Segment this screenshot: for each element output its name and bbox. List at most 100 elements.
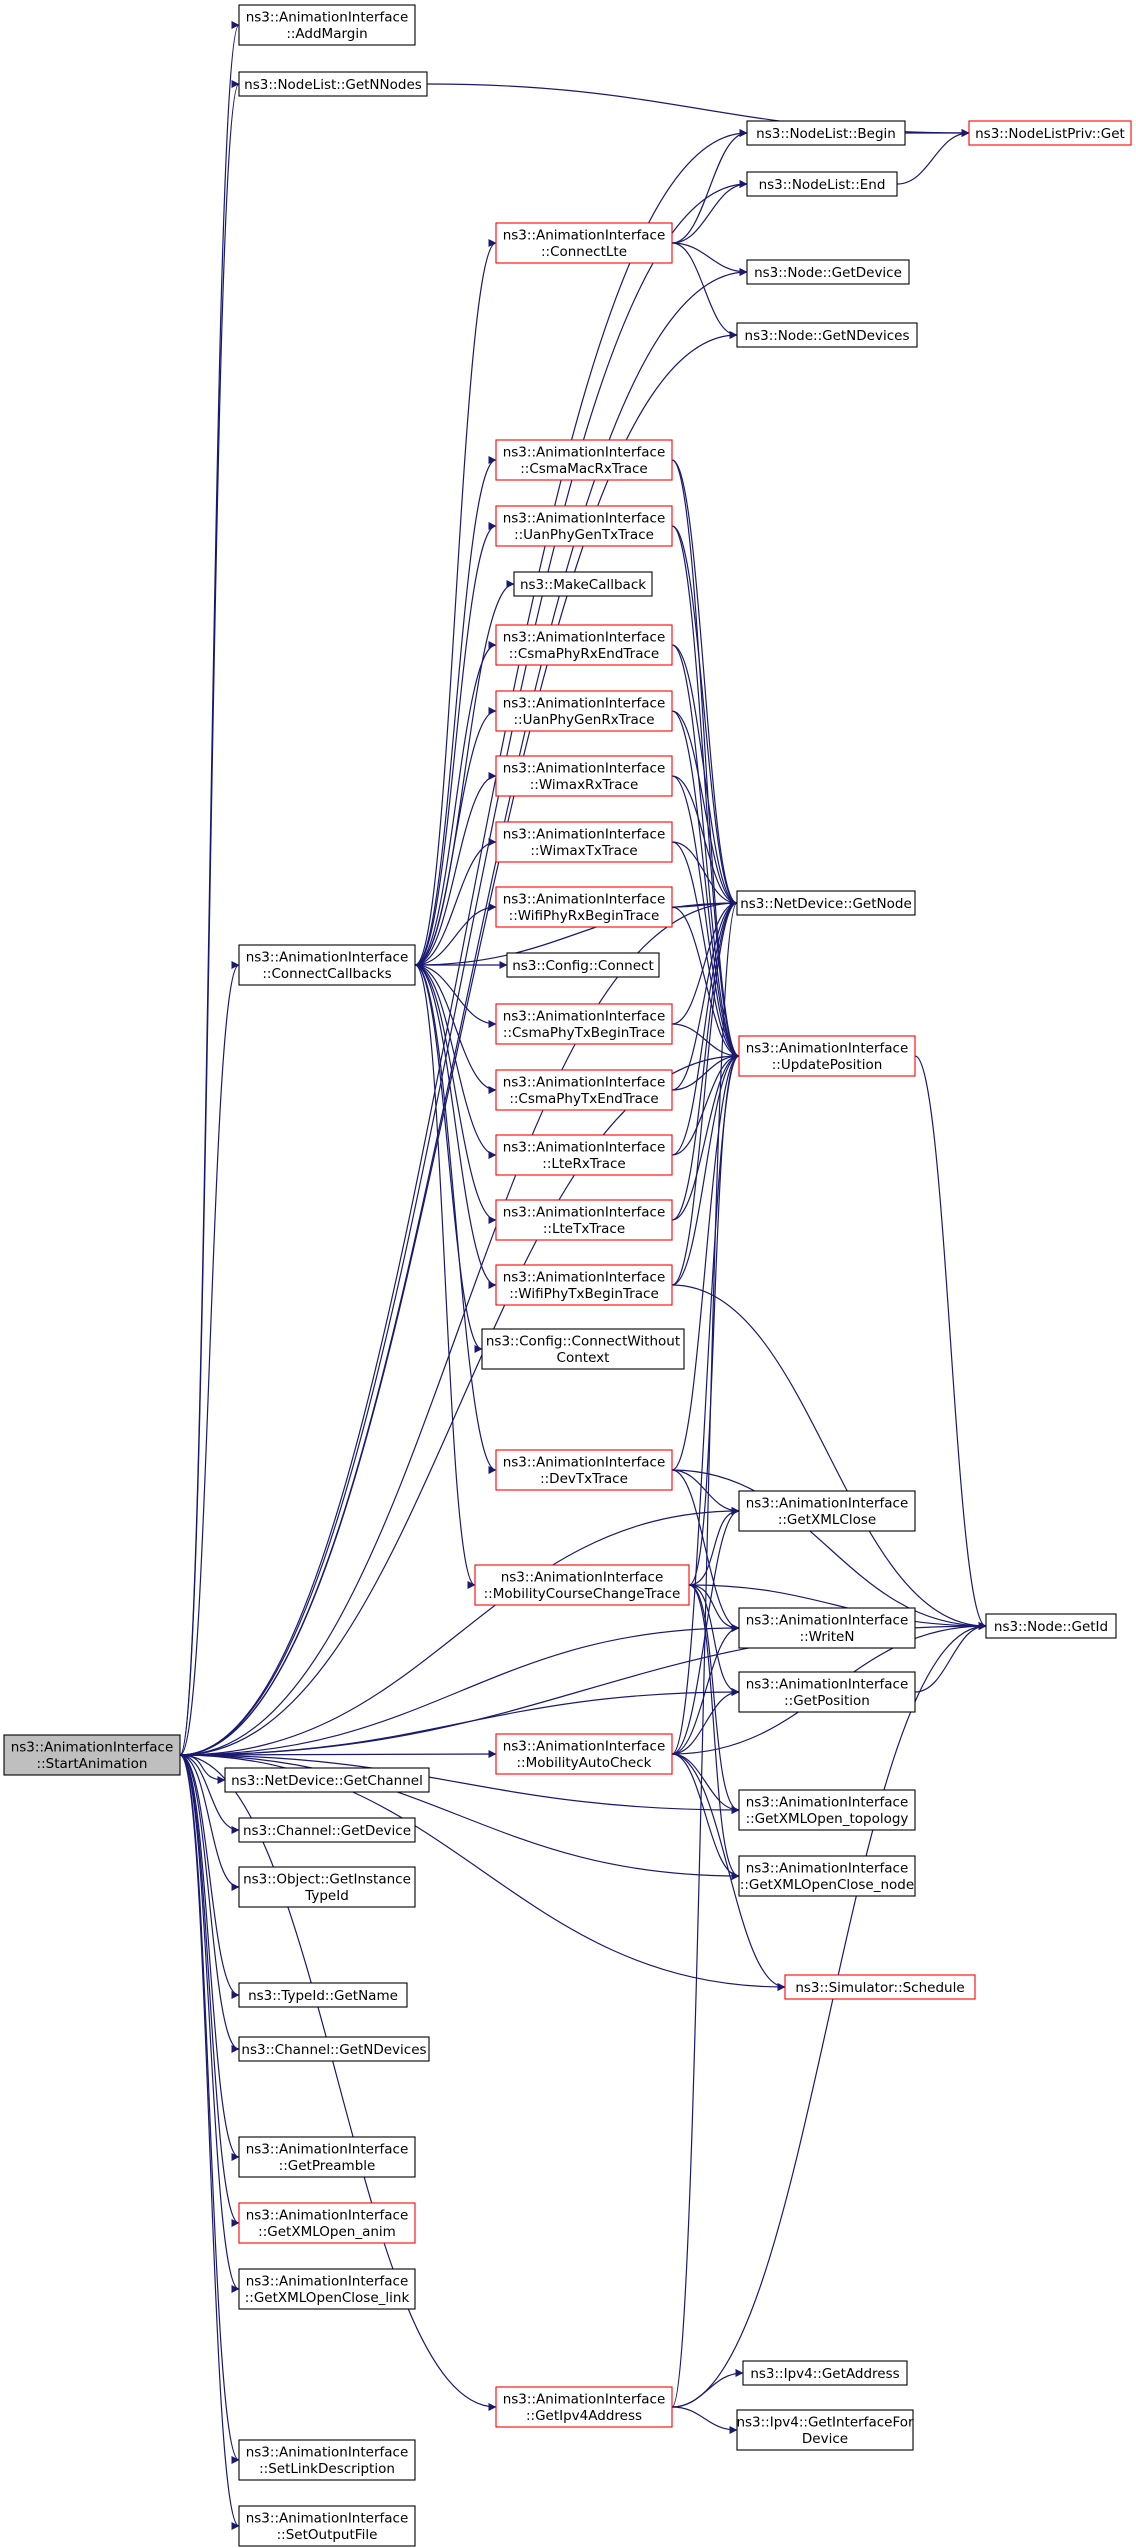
graph-node-update-position[interactable]: ns3::AnimationInterface::UpdatePosition <box>738 1035 916 1077</box>
node-box <box>238 2036 430 2062</box>
graph-node-csma-phy-tx-end-trace[interactable]: ns3::AnimationInterface::CsmaPhyTxEndTra… <box>495 1069 673 1111</box>
edge-csma-phy-tx-begin-trace-to-update-position <box>671 1023 740 1060</box>
edge-wifi-phy-tx-begin-trace-to-update-position <box>671 1052 740 1286</box>
node-label-line: ns3::AnimationInterface <box>503 892 666 908</box>
graph-node-ipv4-get-address[interactable]: ns3::Ipv4::GetAddress <box>742 2360 908 2386</box>
graph-node-get-xml-open-topology[interactable]: ns3::AnimationInterface::GetXMLOpen_topo… <box>738 1789 916 1831</box>
graph-node-wimax-rx-trace[interactable]: ns3::AnimationInterface::WimaxRxTrace <box>495 755 673 797</box>
edge-connect-lte-to-node-get-n-devices <box>671 242 738 339</box>
node-box <box>495 1134 673 1176</box>
node-label-line: ns3::AnimationInterface <box>503 2392 666 2408</box>
edge-start-animation-to-get-xml-open-anim <box>179 1754 240 2227</box>
node-label-line: ::WifiPhyRxBeginTrace <box>509 908 660 924</box>
node-label-line: Context <box>557 1350 610 1366</box>
node-box <box>238 944 416 986</box>
graph-node-lte-tx-trace[interactable]: ns3::AnimationInterface::LteTxTrace <box>495 1199 673 1241</box>
graph-node-node-get-n-devices[interactable]: ns3::Node::GetNDevices <box>736 322 918 348</box>
node-label-line: ::GetXMLOpenClose_node <box>740 1877 914 1893</box>
node-label-line: ns3::Channel::GetNDevices <box>241 2042 426 2058</box>
edge-connect-callbacks-to-dev-tx-trace <box>414 964 497 1474</box>
graph-node-set-link-description[interactable]: ns3::AnimationInterface::SetLinkDescript… <box>238 2439 416 2481</box>
edge-start-animation-to-get-preamble <box>179 1754 240 2161</box>
graph-node-channel-get-n-devices[interactable]: ns3::Channel::GetNDevices <box>238 2036 430 2062</box>
edge-start-animation-to-get-position <box>179 1688 740 1756</box>
graph-node-node-get-id[interactable]: ns3::Node::GetId <box>985 1613 1117 1639</box>
edge-start-animation-to-get-n-nodes <box>179 80 240 1756</box>
edge-dev-tx-trace-to-write-n <box>671 1469 740 1632</box>
node-label-line: ::MobilityAutoCheck <box>517 1755 652 1771</box>
graph-node-mobility-auto-check[interactable]: ns3::AnimationInterface::MobilityAutoChe… <box>495 1733 673 1775</box>
graph-node-get-xml-open-anim[interactable]: ns3::AnimationInterface::GetXMLOpen_anim <box>238 2202 416 2244</box>
graph-node-mobility-course-change-trace[interactable]: ns3::AnimationInterface::MobilityCourseC… <box>474 1564 690 1606</box>
node-label-line: ns3::NodeList::Begin <box>756 126 896 142</box>
graph-node-wimax-tx-trace[interactable]: ns3::AnimationInterface::WimaxTxTrace <box>495 821 673 863</box>
graph-node-get-xml-open-close-node[interactable]: ns3::AnimationInterface::GetXMLOpenClose… <box>738 1855 916 1897</box>
graph-node-start-animation[interactable]: ns3::AnimationInterface::StartAnimation <box>3 1734 181 1776</box>
graph-node-get-xml-open-close-link[interactable]: ns3::AnimationInterface::GetXMLOpenClose… <box>238 2268 416 2310</box>
graph-node-wifi-phy-rx-begin-trace[interactable]: ns3::AnimationInterface::WifiPhyRxBeginT… <box>495 886 673 928</box>
graph-node-get-n-nodes[interactable]: ns3::NodeList::GetNNodes <box>238 71 428 97</box>
graph-node-channel-get-device[interactable]: ns3::Channel::GetDevice <box>238 1817 416 1843</box>
graph-node-config-connect[interactable]: ns3::Config::Connect <box>506 952 660 978</box>
graph-node-uan-phy-gen-rx-trace[interactable]: ns3::AnimationInterface::UanPhyGenRxTrac… <box>495 690 673 732</box>
graph-node-csma-mac-rx-trace[interactable]: ns3::AnimationInterface::CsmaMacRxTrace <box>495 439 673 481</box>
node-label-line: ns3::AnimationInterface <box>503 228 666 244</box>
edge-start-animation-to-channel-get-device <box>179 1754 240 1834</box>
graph-node-end[interactable]: ns3::NodeList::End <box>746 171 898 197</box>
node-box <box>746 259 910 285</box>
node-box <box>736 322 918 348</box>
graph-node-simulator-schedule[interactable]: ns3::Simulator::Schedule <box>784 1974 976 2000</box>
graph-node-csma-phy-tx-begin-trace[interactable]: ns3::AnimationInterface::CsmaPhyTxBeginT… <box>495 1003 673 1045</box>
graph-node-get-preamble[interactable]: ns3::AnimationInterface::GetPreamble <box>238 2136 416 2178</box>
node-label-line: ns3::AnimationInterface <box>246 950 409 966</box>
node-label-line: ns3::Node::GetNDevices <box>745 328 910 344</box>
edge-end-to-node-list-priv-get <box>896 129 970 185</box>
graph-node-connect-lte[interactable]: ns3::AnimationInterface::ConnectLte <box>495 222 673 264</box>
graph-node-csma-phy-rx-end-trace[interactable]: ns3::AnimationInterface::CsmaPhyRxEndTra… <box>495 624 673 666</box>
graph-node-get-position[interactable]: ns3::AnimationInterface::GetPosition <box>738 1671 916 1713</box>
graph-node-type-id-get-name[interactable]: ns3::TypeId::GetName <box>238 1982 408 2008</box>
edge-wimax-rx-trace-to-update-position <box>671 775 740 1060</box>
graph-node-uan-phy-gen-tx-trace[interactable]: ns3::AnimationInterface::UanPhyGenTxTrac… <box>495 505 673 547</box>
node-box <box>495 1264 673 1306</box>
graph-node-get-xml-close[interactable]: ns3::AnimationInterface::GetXMLClose <box>738 1490 916 1532</box>
edge-connect-callbacks-to-mobility-course-change-trace <box>414 964 476 1589</box>
graph-node-node-get-device[interactable]: ns3::Node::GetDevice <box>746 259 910 285</box>
node-box <box>238 2439 416 2481</box>
node-label-line: ns3::Object::GetInstance <box>243 1872 411 1888</box>
graph-node-net-device-get-node[interactable]: ns3::NetDevice::GetNode <box>736 890 916 916</box>
node-box <box>495 755 673 797</box>
graph-node-net-device-get-channel[interactable]: ns3::NetDevice::GetChannel <box>224 1767 430 1793</box>
node-box <box>495 1199 673 1241</box>
graph-node-add-margin[interactable]: ns3::AnimationInterface::AddMargin <box>238 4 416 46</box>
graph-node-lte-rx-trace[interactable]: ns3::AnimationInterface::LteRxTrace <box>495 1134 673 1176</box>
node-label-line: ns3::AnimationInterface <box>503 827 666 843</box>
node-label-line: ::CsmaMacRxTrace <box>520 461 648 477</box>
graph-node-write-n[interactable]: ns3::AnimationInterface::WriteN <box>738 1607 916 1649</box>
graph-node-dev-tx-trace[interactable]: ns3::AnimationInterface::DevTxTrace <box>495 1449 673 1491</box>
graph-node-wifi-phy-tx-begin-trace[interactable]: ns3::AnimationInterface::WifiPhyTxBeginT… <box>495 1264 673 1306</box>
graph-node-set-output-file[interactable]: ns3::AnimationInterface::SetOutputFile <box>238 2505 416 2547</box>
node-label-line: ns3::Simulator::Schedule <box>795 1980 964 1996</box>
node-label-line: ns3::AnimationInterface <box>503 630 666 646</box>
edge-start-animation-to-set-output-file <box>179 1754 240 2530</box>
node-label-line: ns3::AnimationInterface <box>503 696 666 712</box>
node-box <box>746 171 898 197</box>
edge-start-animation-to-node-get-n-devices <box>179 331 738 1756</box>
graph-node-connect-callbacks[interactable]: ns3::AnimationInterface::ConnectCallback… <box>238 944 416 986</box>
node-box <box>738 1789 916 1831</box>
graph-node-make-callback[interactable]: ns3::MakeCallback <box>513 571 653 597</box>
node-label-line: ::LteTxTrace <box>543 1221 625 1237</box>
edge-dev-tx-trace-to-update-position <box>671 1052 740 1471</box>
edge-wimax-tx-trace-to-net-device-get-node <box>671 841 738 907</box>
edge-wifi-phy-tx-begin-trace-to-node-get-id <box>671 1284 987 1630</box>
edge-uan-phy-gen-rx-trace-to-net-device-get-node <box>671 710 738 907</box>
graph-node-get-ipv4-address[interactable]: ns3::AnimationInterface::GetIpv4Address <box>495 2386 673 2428</box>
node-box <box>495 439 673 481</box>
graph-node-node-list-priv-get[interactable]: ns3::NodeListPriv::Get <box>968 120 1132 146</box>
graph-node-begin[interactable]: ns3::NodeList::Begin <box>746 120 906 146</box>
node-label-line: TypeId <box>304 1888 349 1904</box>
